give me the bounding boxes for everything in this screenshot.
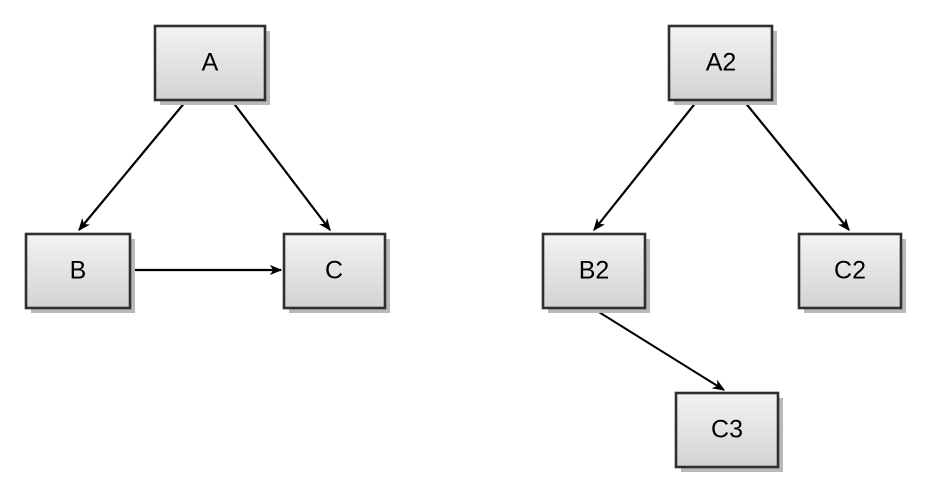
node-b2-box[interactable] [541, 232, 647, 310]
edge-group-right [593, 100, 850, 391]
graph-right: A2 B2 C2 C3 [541, 24, 906, 472]
node-b2-label: B2 [579, 257, 610, 285]
node-a2-box[interactable] [667, 24, 774, 102]
edge-a-to-b[interactable] [78, 100, 187, 230]
node-a-box[interactable] [153, 24, 267, 102]
edge-a2-to-b2[interactable] [593, 100, 698, 230]
node-c2[interactable]: C2 [797, 232, 906, 313]
node-c3-box[interactable] [674, 391, 780, 469]
node-a[interactable]: A [153, 24, 270, 105]
node-c-box[interactable] [282, 232, 387, 310]
node-c3-label: C3 [711, 416, 743, 444]
node-a-label: A [202, 49, 219, 77]
node-c2-box[interactable] [797, 232, 903, 310]
edge-b2-to-c3[interactable] [593, 308, 724, 391]
node-b-label: B [70, 257, 87, 285]
node-a2[interactable]: A2 [667, 24, 777, 105]
graph-left: A B C [24, 24, 390, 313]
node-c-label: C [325, 257, 343, 285]
edge-group-left [78, 100, 331, 270]
node-b2[interactable]: B2 [541, 232, 650, 313]
edge-a-to-c[interactable] [231, 100, 331, 230]
node-b[interactable]: B [24, 232, 135, 313]
edge-a2-to-c2[interactable] [743, 100, 850, 230]
node-c[interactable]: C [282, 232, 390, 313]
node-c2-label: C2 [834, 257, 866, 285]
node-a2-label: A2 [706, 49, 737, 77]
node-b-box[interactable] [24, 232, 132, 310]
node-c3[interactable]: C3 [674, 391, 783, 472]
